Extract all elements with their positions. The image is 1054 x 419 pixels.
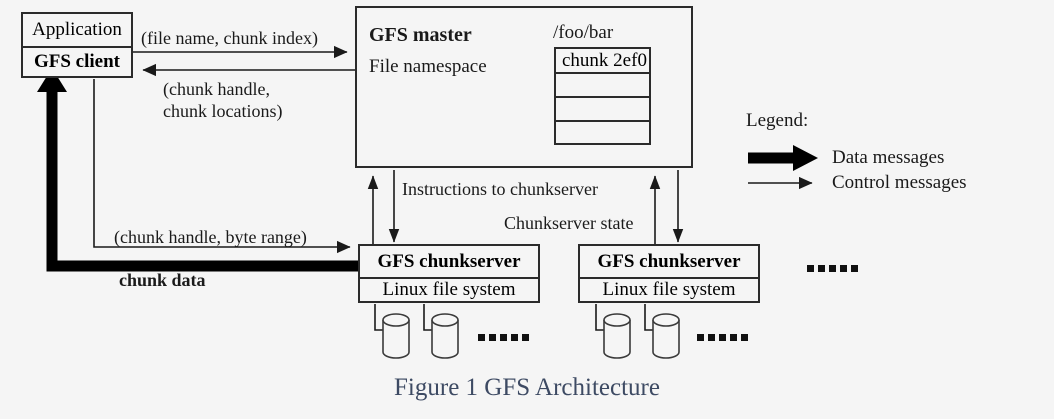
- arrow-chunk-data: [37, 68, 358, 272]
- label-file-name-chunk-index: (file name, chunk index): [141, 28, 318, 48]
- legend-control-messages-label: Control messages: [832, 172, 967, 193]
- client-box: Application GFS client: [21, 12, 133, 78]
- label-chunk-handle-byte-range: (chunk handle, byte range): [114, 227, 307, 247]
- ellipsis-dot: [500, 334, 507, 341]
- client-box-divider: [23, 46, 131, 48]
- label-chunk-data: chunk data: [119, 270, 206, 290]
- ellipsis-dot: [511, 334, 518, 341]
- ellipsis-dot: [478, 334, 485, 341]
- chunk-table-row-0: chunk 2ef0: [562, 49, 647, 71]
- arrows-master-chunkserver-1: [367, 170, 400, 248]
- ellipsis-more-chunkservers: [807, 265, 858, 272]
- ellipsis-dot: [851, 265, 858, 272]
- ellipsis-dot: [818, 265, 825, 272]
- legend-title: Legend:: [746, 110, 809, 131]
- gfs-client-label: GFS client: [33, 50, 121, 72]
- chunk-table-line-1: [556, 72, 649, 74]
- chunkserver-box-2: GFS chunkserver Linux file system: [578, 244, 760, 303]
- chunk-table-row-2: [556, 97, 649, 120]
- ellipsis-dot: [741, 334, 748, 341]
- label-chunk-handle-locations-line2: chunk locations): [163, 101, 283, 121]
- chunk-table-row-1: [556, 73, 649, 96]
- ellipsis-dot: [697, 334, 704, 341]
- chunk-table-line-3: [556, 120, 649, 122]
- ellipsis-dot: [829, 265, 836, 272]
- disk-icon-1a: [382, 313, 410, 359]
- ellipsis-chunkserver-2-disks: [697, 334, 748, 341]
- ellipsis-dot: [840, 265, 847, 272]
- ellipsis-dot: [719, 334, 726, 341]
- file-path-label: /foo/bar: [553, 22, 614, 43]
- figure-caption: Figure 1 GFS Architecture: [394, 374, 660, 401]
- ellipsis-dot: [489, 334, 496, 341]
- chunkserver-1-filesystem: Linux file system: [382, 278, 516, 300]
- file-namespace-label: File namespace: [369, 56, 487, 77]
- chunkserver-box-1: GFS chunkserver Linux file system: [358, 244, 540, 303]
- disk-icon-2b: [652, 313, 680, 359]
- legend-data-arrow-icon: [748, 145, 818, 171]
- ellipsis-dot: [807, 265, 814, 272]
- label-chunk-handle-locations-line1: (chunk handle,: [163, 79, 270, 99]
- label-chunkserver-state: Chunkserver state: [504, 213, 634, 233]
- arrow-chunk-handle-byte-range: [93, 79, 351, 254]
- label-instructions-to-chunkserver: Instructions to chunkserver: [402, 179, 598, 199]
- chunk-table-row-3: [556, 121, 649, 143]
- ellipsis-dot: [708, 334, 715, 341]
- chunkserver-2-title: GFS chunkserver: [597, 250, 741, 272]
- chunk-table-line-2: [556, 96, 649, 98]
- disk-icon-1b: [431, 313, 459, 359]
- gfs-master-title: GFS master: [369, 24, 472, 46]
- arrows-master-chunkserver-2: [649, 170, 684, 248]
- legend-data-messages-label: Data messages: [832, 147, 945, 168]
- ellipsis-chunkserver-1-disks: [478, 334, 529, 341]
- application-label: Application: [32, 19, 122, 40]
- chunkserver-2-filesystem: Linux file system: [602, 278, 736, 300]
- chunkserver-2-divider: [580, 277, 758, 279]
- chunk-table: chunk 2ef0: [554, 47, 651, 145]
- ellipsis-dot: [730, 334, 737, 341]
- disk-icon-2a: [603, 313, 631, 359]
- ellipsis-dot: [522, 334, 529, 341]
- chunkserver-1-divider: [360, 277, 538, 279]
- chunkserver-1-title: GFS chunkserver: [377, 250, 521, 272]
